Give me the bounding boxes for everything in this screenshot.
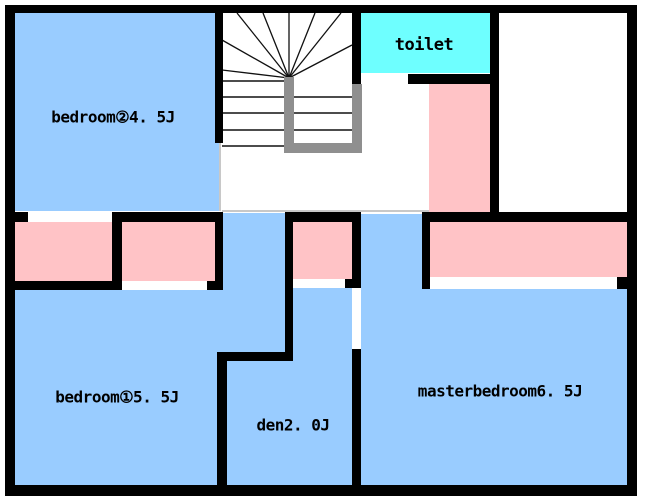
wall-closet-den-top [285,212,361,222]
toilet-area [361,13,490,73]
wall-den-master-divider [352,349,361,485]
wall-toilet-right [490,13,499,222]
wall-closet-master-bottom-stub [617,277,627,289]
wall-closet-divider [112,212,122,290]
toilet-label: toilet [394,35,454,55]
wall-bedroom2-right [215,13,223,143]
wall-closet-den-left [285,212,293,361]
closet-bedroom2-area [15,222,112,281]
wall-band-left-stub [15,212,28,222]
wall-den-left [217,352,227,485]
outer-wall [5,5,637,496]
closet-den-area [293,222,352,279]
wall-closet-den-bottom-stub [345,279,361,288]
wall-band-middle [112,212,223,222]
masterbedroom-area [361,289,627,485]
wall-closet-b-right [215,212,223,290]
wall-closet-den-right [352,212,361,288]
closet-master-area [430,222,627,277]
hall-boundary-line-vertical [219,143,221,211]
bedroom1-entry-corridor [223,213,285,290]
den-label: den2. 0J [256,415,330,435]
wall-master-corridor-right [422,222,430,289]
den-area-upper [293,288,352,361]
wall-closet-a-bottom [15,281,122,290]
closet-bedroom1-area [122,222,215,281]
wall-toilet-bottom [408,74,490,84]
bedroom1-area [15,352,217,485]
wall-toilet-left [352,13,361,84]
bedroom2-label: bedroom②4. 5J [51,107,175,127]
stair-railing-center [284,77,294,153]
den-area [227,361,352,485]
wall-closet-master-top [422,212,627,222]
storage-strip-area [429,84,490,212]
wall-den-top [217,352,293,361]
bedroom1-area-upper [15,290,285,352]
staircase-fan-lines [221,12,353,79]
bedroom1-label: bedroom①5. 5J [55,387,179,407]
wall-closet-b-bottom-stub [207,281,223,290]
stair-railing-bottom [284,143,362,153]
hall-boundary-line-horizontal [222,210,429,212]
master-entry-corridor [361,214,422,289]
stair-railing-right [352,84,362,153]
bedroom2-area [15,13,219,211]
masterbedroom-label: masterbedroom6. 5J [417,381,583,401]
